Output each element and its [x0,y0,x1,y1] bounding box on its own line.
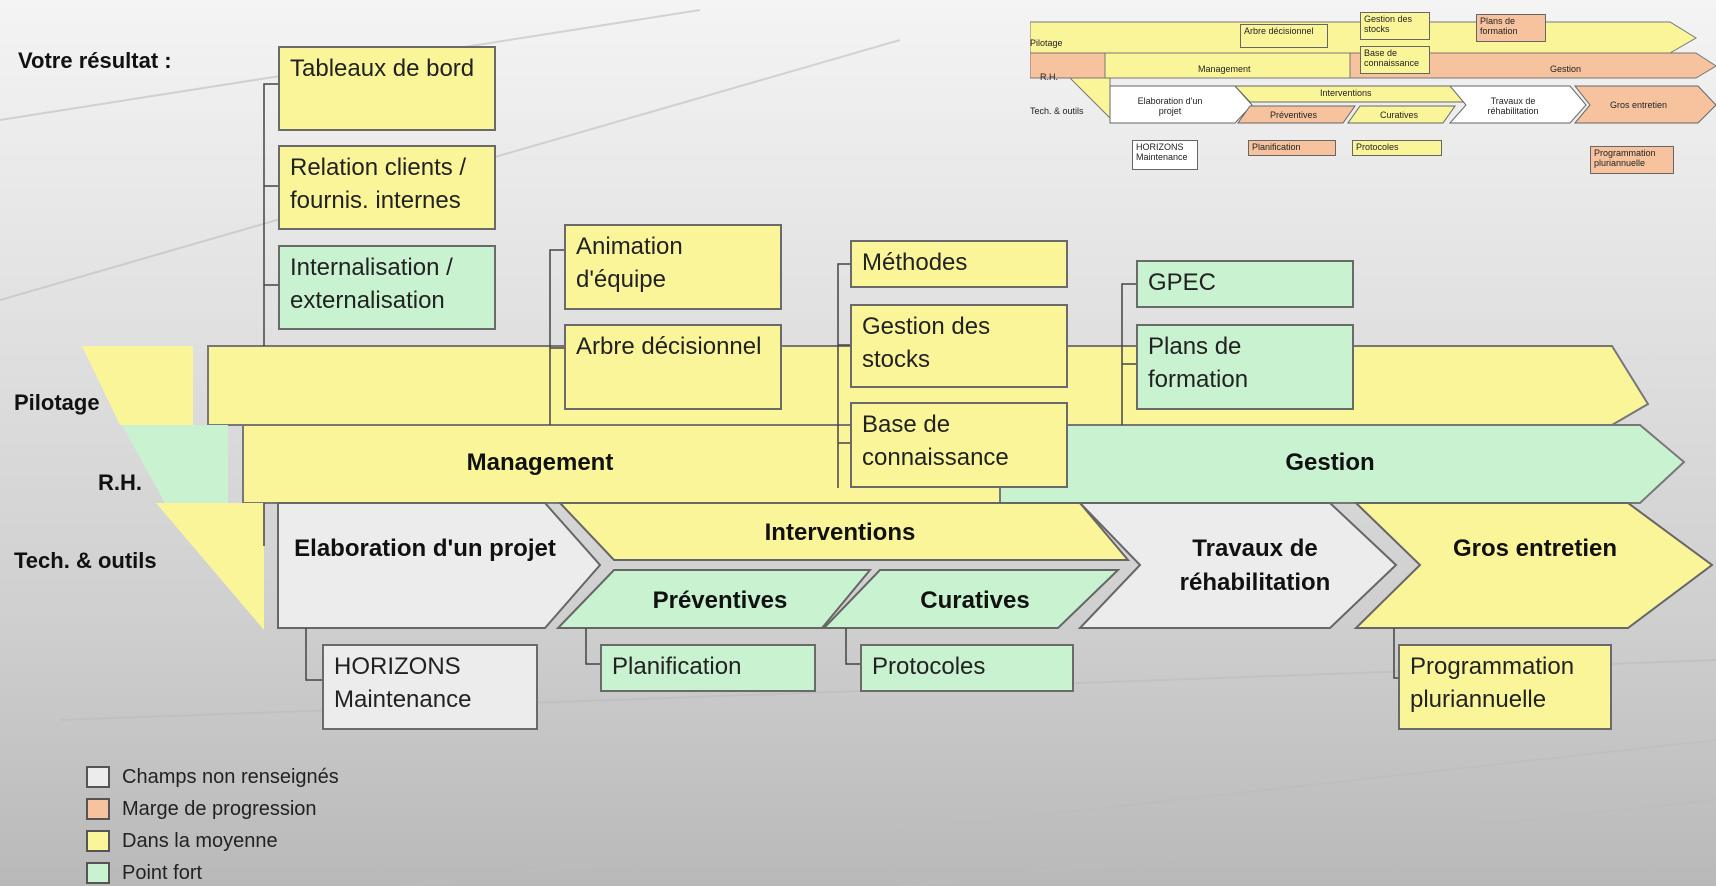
box-arbre-decisionnel: Arbre décisionnel [564,324,782,410]
thumb-base: Base de connaissance [1360,46,1430,74]
legend-swatch-orange [86,798,110,820]
thumb-gestion-stocks: Gestion des stocks [1360,12,1430,40]
box-protocoles: Protocoles [860,644,1074,692]
band-label-management: Management [466,449,614,476]
legend-swatch-yellow [86,830,110,852]
band-gestion [999,424,1686,504]
box-internalisation: Internalisation / externalisation [278,245,496,330]
legend-label-orange: Marge de progression [122,798,317,820]
stage-gros-entretien: Gros entretien [1452,535,1618,562]
thumb-travaux: Travaux de réhabilitation [1487,96,1539,116]
row-label-rh: R.H. [98,470,142,495]
legend-swatch-gray [86,766,110,788]
stage-elaboration: Elaboration d'un projet [294,535,556,562]
box-planification: Planification [600,644,816,692]
thumb-gros-entretien: Gros entretien [1610,100,1668,110]
thumb-gestion: Gestion [1550,64,1582,74]
thumb-curatives: Curatives [1380,110,1419,120]
box-methodes: Méthodes [850,240,1068,288]
band-label-gestion: Gestion [1285,449,1375,476]
box-animation-equipe: Animation d'équipe [564,224,782,310]
reference-thumbnail: Pilotage R.H. Tech. & outils Arbre décis… [1030,8,1716,180]
thumb-planification: Planification [1248,140,1336,156]
box-gpec: GPEC [1136,260,1354,308]
chevron-travaux [1077,502,1398,629]
thumb-programmation: Programmation pluriannuelle [1590,146,1674,174]
chevron-gros-entretien [1353,502,1714,629]
row-label-tech: Tech. & outils [14,548,157,573]
thumb-interventions: Interventions [1320,88,1372,98]
legend-swatch-green [86,862,110,884]
chevron-interventions [557,502,1131,561]
box-gestion-stocks: Gestion des stocks [850,304,1068,388]
legend-label-gray: Champs non renseignés [122,766,339,788]
legend-label-yellow: Dans la moyenne [122,830,278,852]
thumb-management: Management [1198,64,1251,74]
box-relation-clients: Relation clients / fournis. internes [278,145,496,230]
stage-travaux: Travaux de réhabilitation [1179,535,1331,596]
result-label: Votre résultat : [18,48,172,73]
chevron-preventives [555,569,873,629]
thumb-row-rh: R.H. [1040,72,1058,82]
stage-interventions: Interventions [764,519,916,546]
thumb-preventives: Préventives [1270,110,1318,120]
chevron-elaboration [277,502,602,629]
chevron-curatives [821,569,1121,629]
thumb-arbre: Arbre décisionnel [1240,24,1328,48]
band-pilotage-tail [82,346,193,425]
box-plans-formation: Plans de formation [1136,324,1354,410]
box-horizons-maintenance: HORIZONS Maintenance [322,644,538,730]
band-tech-tail [156,503,264,630]
thumb-horizons: HORIZONS Maintenance [1132,140,1198,170]
box-base-connaissance: Base de connaissance [850,402,1068,488]
stage-preventives: Préventives [652,587,788,614]
band-rh-tail [122,425,228,503]
box-programmation: Programmation pluriannuelle [1398,644,1612,730]
thumb-protocoles: Protocoles [1352,140,1442,156]
thumb-elaboration: Elaboration d'un projet [1137,96,1203,116]
connectors [263,83,1408,681]
row-label-pilotage: Pilotage [14,390,100,415]
box-tableaux-de-bord: Tableaux de bord [278,46,496,131]
legend-label-green: Point fort [122,862,203,884]
thumb-row-pilotage: Pilotage [1030,38,1063,48]
thumb-row-tech: Tech. & outils [1030,106,1084,116]
thumb-plans: Plans de formation [1476,14,1546,42]
stage-curatives: Curatives [920,587,1030,614]
